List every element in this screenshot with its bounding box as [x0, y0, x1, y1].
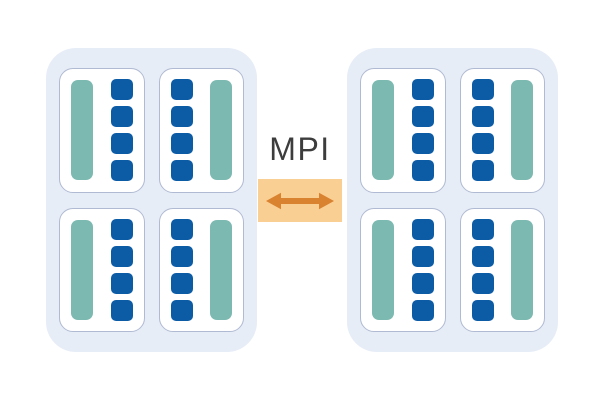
socket-box — [59, 68, 145, 193]
thread-square — [411, 272, 434, 294]
thread-square — [471, 272, 494, 294]
thread-square — [411, 133, 434, 155]
thread-square — [411, 245, 434, 267]
thread-square — [170, 218, 193, 240]
thread-square — [110, 106, 133, 128]
compute-node-left — [46, 48, 257, 352]
thread-square — [170, 299, 193, 321]
core-bar — [511, 80, 533, 181]
core-bar — [372, 80, 394, 181]
thread-square — [411, 106, 434, 128]
core-bar — [511, 219, 533, 320]
thread-square-column — [170, 79, 193, 182]
thread-square — [110, 245, 133, 267]
thread-square — [471, 106, 494, 128]
thread-square-column — [471, 218, 494, 321]
thread-square — [411, 79, 434, 101]
socket-box — [459, 68, 545, 193]
socket-box — [158, 207, 244, 332]
thread-square-column — [110, 79, 133, 182]
thread-square-column — [411, 218, 434, 321]
mpi-arrow-box — [258, 179, 342, 222]
thread-square-column — [411, 79, 434, 182]
core-bar — [71, 80, 93, 181]
thread-square — [471, 133, 494, 155]
thread-square — [471, 245, 494, 267]
socket-box — [158, 68, 244, 193]
socket-box — [459, 207, 545, 332]
thread-square — [471, 299, 494, 321]
thread-square — [110, 160, 133, 182]
socket-box — [360, 68, 446, 193]
core-bar — [372, 219, 394, 320]
core-bar — [71, 219, 93, 320]
thread-square — [170, 106, 193, 128]
thread-square — [471, 160, 494, 182]
thread-square-column — [471, 79, 494, 182]
thread-square — [170, 245, 193, 267]
thread-square — [170, 79, 193, 101]
thread-square — [110, 218, 133, 240]
thread-square — [411, 218, 434, 240]
core-bar — [210, 219, 232, 320]
thread-square — [170, 272, 193, 294]
core-bar — [210, 80, 232, 181]
thread-square-column — [170, 218, 193, 321]
thread-square — [110, 79, 133, 101]
thread-square — [170, 133, 193, 155]
thread-square — [110, 133, 133, 155]
thread-square — [170, 160, 193, 182]
thread-square — [110, 272, 133, 294]
socket-box — [59, 207, 145, 332]
compute-node-right — [347, 48, 558, 352]
thread-square — [110, 299, 133, 321]
thread-square — [411, 299, 434, 321]
double-arrow-icon — [266, 192, 334, 209]
mpi-label: MPI — [269, 131, 331, 167]
thread-square — [471, 79, 494, 101]
thread-square — [411, 160, 434, 182]
thread-square — [471, 218, 494, 240]
socket-box — [360, 207, 446, 332]
thread-square-column — [110, 218, 133, 321]
